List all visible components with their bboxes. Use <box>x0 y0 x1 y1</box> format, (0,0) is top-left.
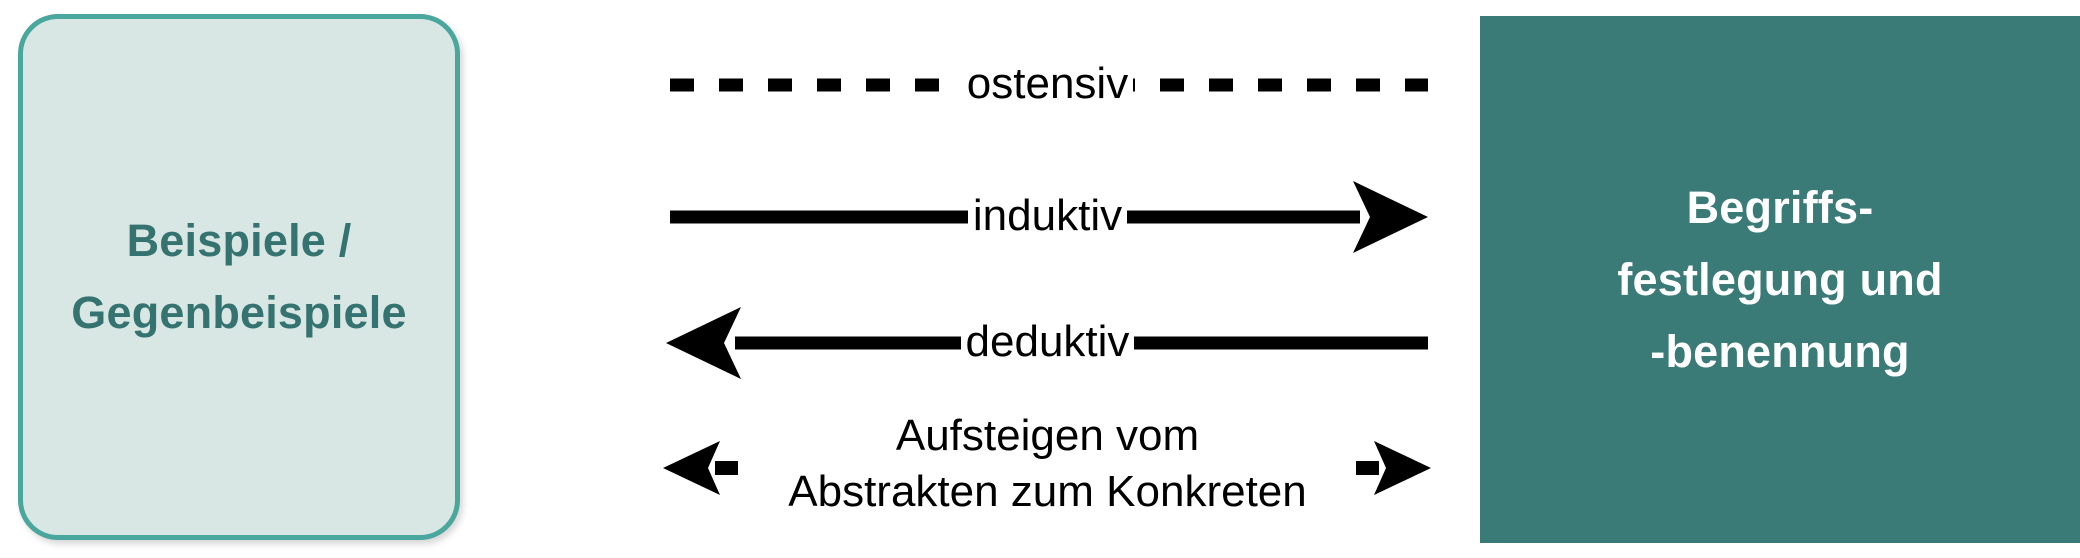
right-box-line-1: Begriffs- <box>1686 181 1874 233</box>
right-concept-box: Begriffs- festlegung und -benennung <box>1480 16 2080 543</box>
left-box-line-2: Gegenbeispiele <box>71 287 407 338</box>
left-concept-box: Beispiele / Gegenbeispiele <box>18 14 460 540</box>
induktiv-arrow-right-icon <box>670 181 1428 253</box>
left-box-text: Beispiele / Gegenbeispiele <box>71 205 406 349</box>
connector-ostensiv: ostensiv <box>660 25 1435 145</box>
connector-induktiv: induktiv <box>660 157 1435 277</box>
left-box-line-1: Beispiele / <box>126 215 352 266</box>
right-box-line-2: festlegung und <box>1617 253 1943 305</box>
deduktiv-arrow-left-icon <box>666 307 1428 379</box>
right-box-text: Begriffs- festlegung und -benennung <box>1617 172 1942 388</box>
right-box-line-3: -benennung <box>1650 325 1910 377</box>
connector-deduktiv: deduktiv <box>660 283 1435 403</box>
ostensiv-dashed-line-icon <box>670 78 1428 92</box>
connector-aufsteigen: Aufsteigen vom Abstrakten zum Konkreten <box>660 400 1435 540</box>
bidirectional-arrows-icon <box>663 441 1431 495</box>
